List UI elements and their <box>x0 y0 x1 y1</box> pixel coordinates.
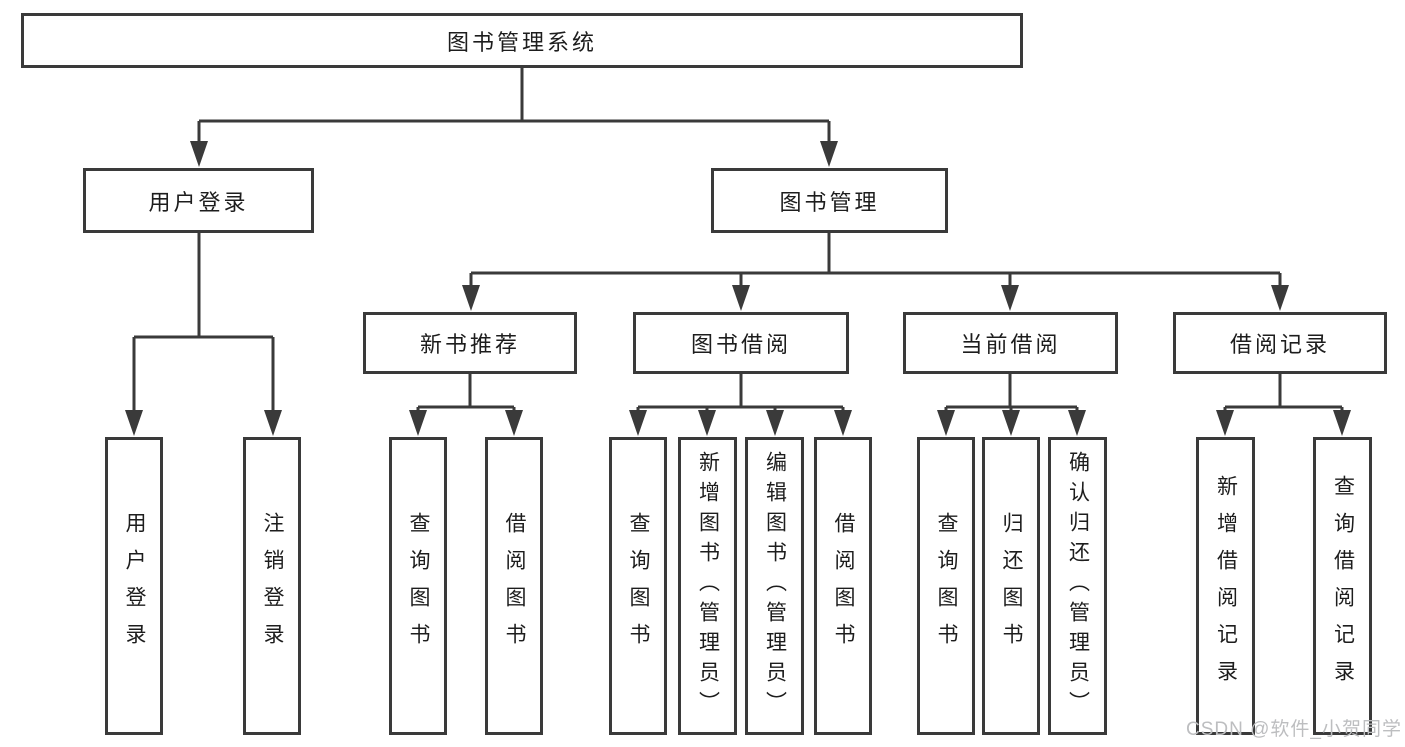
node-new-book-recommend: 新书推荐 <box>363 312 577 374</box>
leaf-query-books-current: 查询图书 <box>917 437 975 735</box>
leaf-query-borrow-record-label: 查询借阅记录 <box>1331 475 1355 697</box>
node-book-borrowing-label: 图书借阅 <box>690 332 791 357</box>
leaf-return-book: 归还图书 <box>982 437 1040 735</box>
leaf-query-books-current-label: 查询图书 <box>935 512 958 660</box>
leaf-add-borrow-record-label: 新增借阅记录 <box>1214 475 1238 697</box>
leaf-borrow-books-borrowing: 借阅图书 <box>814 437 872 735</box>
node-current-borrowing-label: 当前借阅 <box>960 332 1061 357</box>
node-user-login-label: 用户登录 <box>148 189 249 215</box>
leaf-add-borrow-record: 新增借阅记录 <box>1196 437 1255 735</box>
node-borrowing-records: 借阅记录 <box>1173 312 1387 374</box>
leaf-logout: 注销登录 <box>243 437 301 735</box>
node-book-borrowing: 图书借阅 <box>633 312 849 374</box>
node-current-borrowing: 当前借阅 <box>903 312 1118 374</box>
leaf-borrow-books-borrowing-label: 借阅图书 <box>832 512 855 660</box>
leaf-user-login: 用户登录 <box>105 437 163 735</box>
leaf-borrow-books-recommend-label: 借阅图书 <box>503 512 526 660</box>
node-root-label: 图书管理系统 <box>446 29 597 55</box>
node-book-management: 图书管理 <box>711 168 948 233</box>
leaf-add-book-admin: 新增图书（管理员） <box>678 437 737 735</box>
leaf-edit-book-admin-label: 编辑图书（管理员） <box>763 451 787 721</box>
leaf-add-book-admin-label: 新增图书（管理员） <box>696 451 720 721</box>
leaf-edit-book-admin: 编辑图书（管理员） <box>745 437 804 735</box>
leaf-query-books-borrowing: 查询图书 <box>609 437 667 735</box>
leaf-logout-label: 注销登录 <box>261 512 284 660</box>
leaf-query-books-borrowing-label: 查询图书 <box>627 512 650 660</box>
csdn-watermark: CSDN @软件_小贺同学 <box>1186 719 1402 740</box>
leaf-borrow-books-recommend: 借阅图书 <box>485 437 543 735</box>
leaf-query-borrow-record: 查询借阅记录 <box>1313 437 1372 735</box>
leaf-confirm-return-admin: 确认归还（管理员） <box>1048 437 1107 735</box>
node-book-management-label: 图书管理 <box>779 189 880 215</box>
leaf-query-books-recommend: 查询图书 <box>389 437 447 735</box>
node-user-login: 用户登录 <box>83 168 314 233</box>
leaf-return-book-label: 归还图书 <box>1000 512 1023 660</box>
node-borrowing-records-label: 借阅记录 <box>1229 332 1330 357</box>
node-new-book-recommend-label: 新书推荐 <box>419 332 520 357</box>
leaf-query-books-recommend-label: 查询图书 <box>407 512 430 660</box>
leaf-user-login-label: 用户登录 <box>123 512 146 660</box>
node-root: 图书管理系统 <box>21 13 1023 68</box>
leaf-confirm-return-admin-label: 确认归还（管理员） <box>1066 451 1090 721</box>
